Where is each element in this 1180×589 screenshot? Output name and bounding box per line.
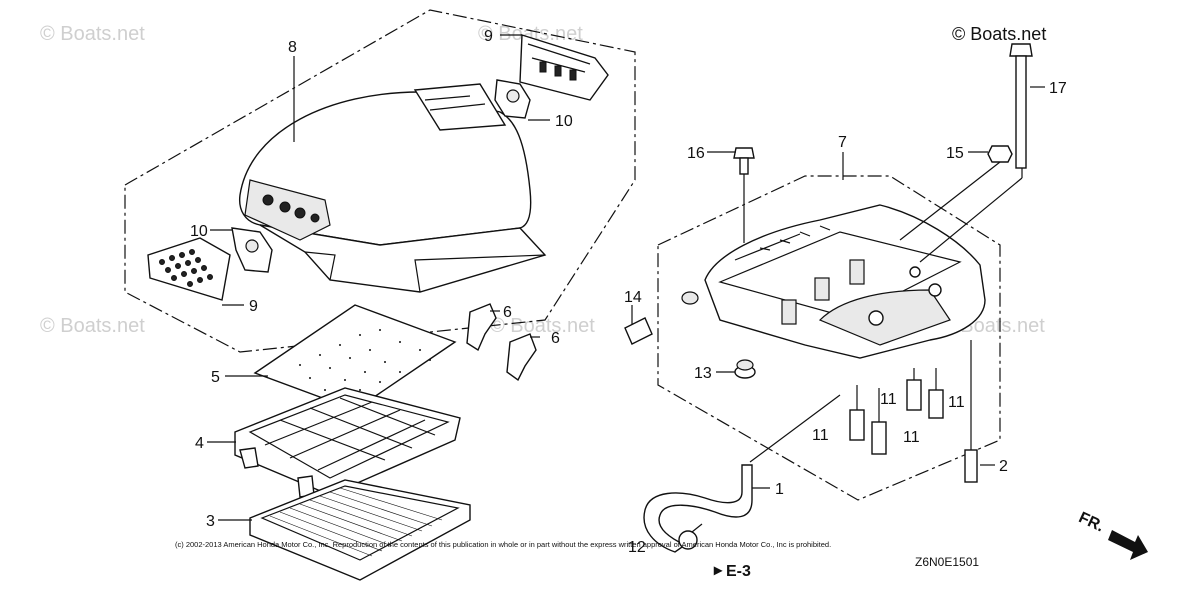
callout-2: 2 — [999, 458, 1008, 475]
clip-left — [231, 227, 273, 273]
callout-7: 7 — [838, 134, 847, 151]
watermark-mid-left: © Boats.net — [40, 315, 145, 337]
flange-bolt — [733, 147, 755, 175]
callout-6-lower: 6 — [551, 330, 560, 347]
latch-top — [519, 34, 609, 101]
flange-nut — [987, 145, 1013, 163]
callout-11-lower-right: 11 — [903, 429, 920, 446]
callout-6-upper: 6 — [503, 304, 512, 321]
drain-tube — [643, 464, 753, 553]
callout-15: 15 — [946, 145, 964, 162]
callout-9-left: 9 — [249, 298, 258, 315]
callout-14: 14 — [624, 289, 642, 306]
breather-tube — [624, 291, 699, 345]
callout-12: 12 — [628, 539, 646, 556]
callout-10-left: 10 — [190, 223, 208, 240]
callout-8: 8 — [288, 39, 297, 56]
copyright-badge: © Boats.net — [952, 24, 1046, 44]
callout-11-upper-right: 11 — [948, 394, 965, 411]
callout-9-top: 9 — [484, 28, 493, 45]
front-label: FR. — [1076, 509, 1107, 535]
callout-13: 13 — [694, 365, 712, 382]
watermark-mid-center: © Boats.net — [490, 315, 595, 337]
callout-3: 3 — [206, 513, 215, 530]
callout-11-lower-left: 11 — [812, 427, 829, 444]
filter-frame — [234, 387, 461, 498]
watermark-top-center: © Boats.net — [478, 23, 583, 45]
callout-11-upper-left: 11 — [880, 391, 897, 408]
leader-lines — [207, 34, 1045, 521]
diagram-code: Z6N0E1501 — [915, 555, 979, 569]
callout-17: 17 — [1049, 80, 1067, 97]
case-assembly-outline — [657, 175, 1001, 501]
callout-1: 1 — [775, 481, 784, 498]
callout-16: 16 — [687, 145, 705, 162]
air-cleaner-cover — [238, 83, 547, 293]
clip-6-lower — [506, 333, 537, 382]
reference-code: E-3 — [726, 563, 751, 580]
reference-marker: ▸ — [713, 562, 723, 579]
callout-10-top: 10 — [555, 113, 573, 130]
air-filter-element — [249, 479, 471, 581]
clip-6-upper — [466, 303, 497, 352]
cover-assembly-outline — [124, 9, 636, 353]
latch-left — [147, 237, 231, 301]
grommet — [734, 359, 756, 379]
callout-4: 4 — [195, 435, 204, 452]
clip-top — [494, 79, 531, 119]
collar-set — [849, 379, 944, 455]
collar-2 — [964, 449, 978, 483]
tube-clamp — [678, 523, 703, 550]
front-direction-arrow — [1108, 530, 1148, 560]
air-cleaner-case — [704, 204, 986, 359]
stud-bolt — [1009, 43, 1033, 169]
callout-5: 5 — [211, 369, 220, 386]
watermark-top-left: © Boats.net — [40, 23, 145, 45]
legal-notice: (c) 2002-2013 American Honda Motor Co., … — [175, 540, 831, 549]
